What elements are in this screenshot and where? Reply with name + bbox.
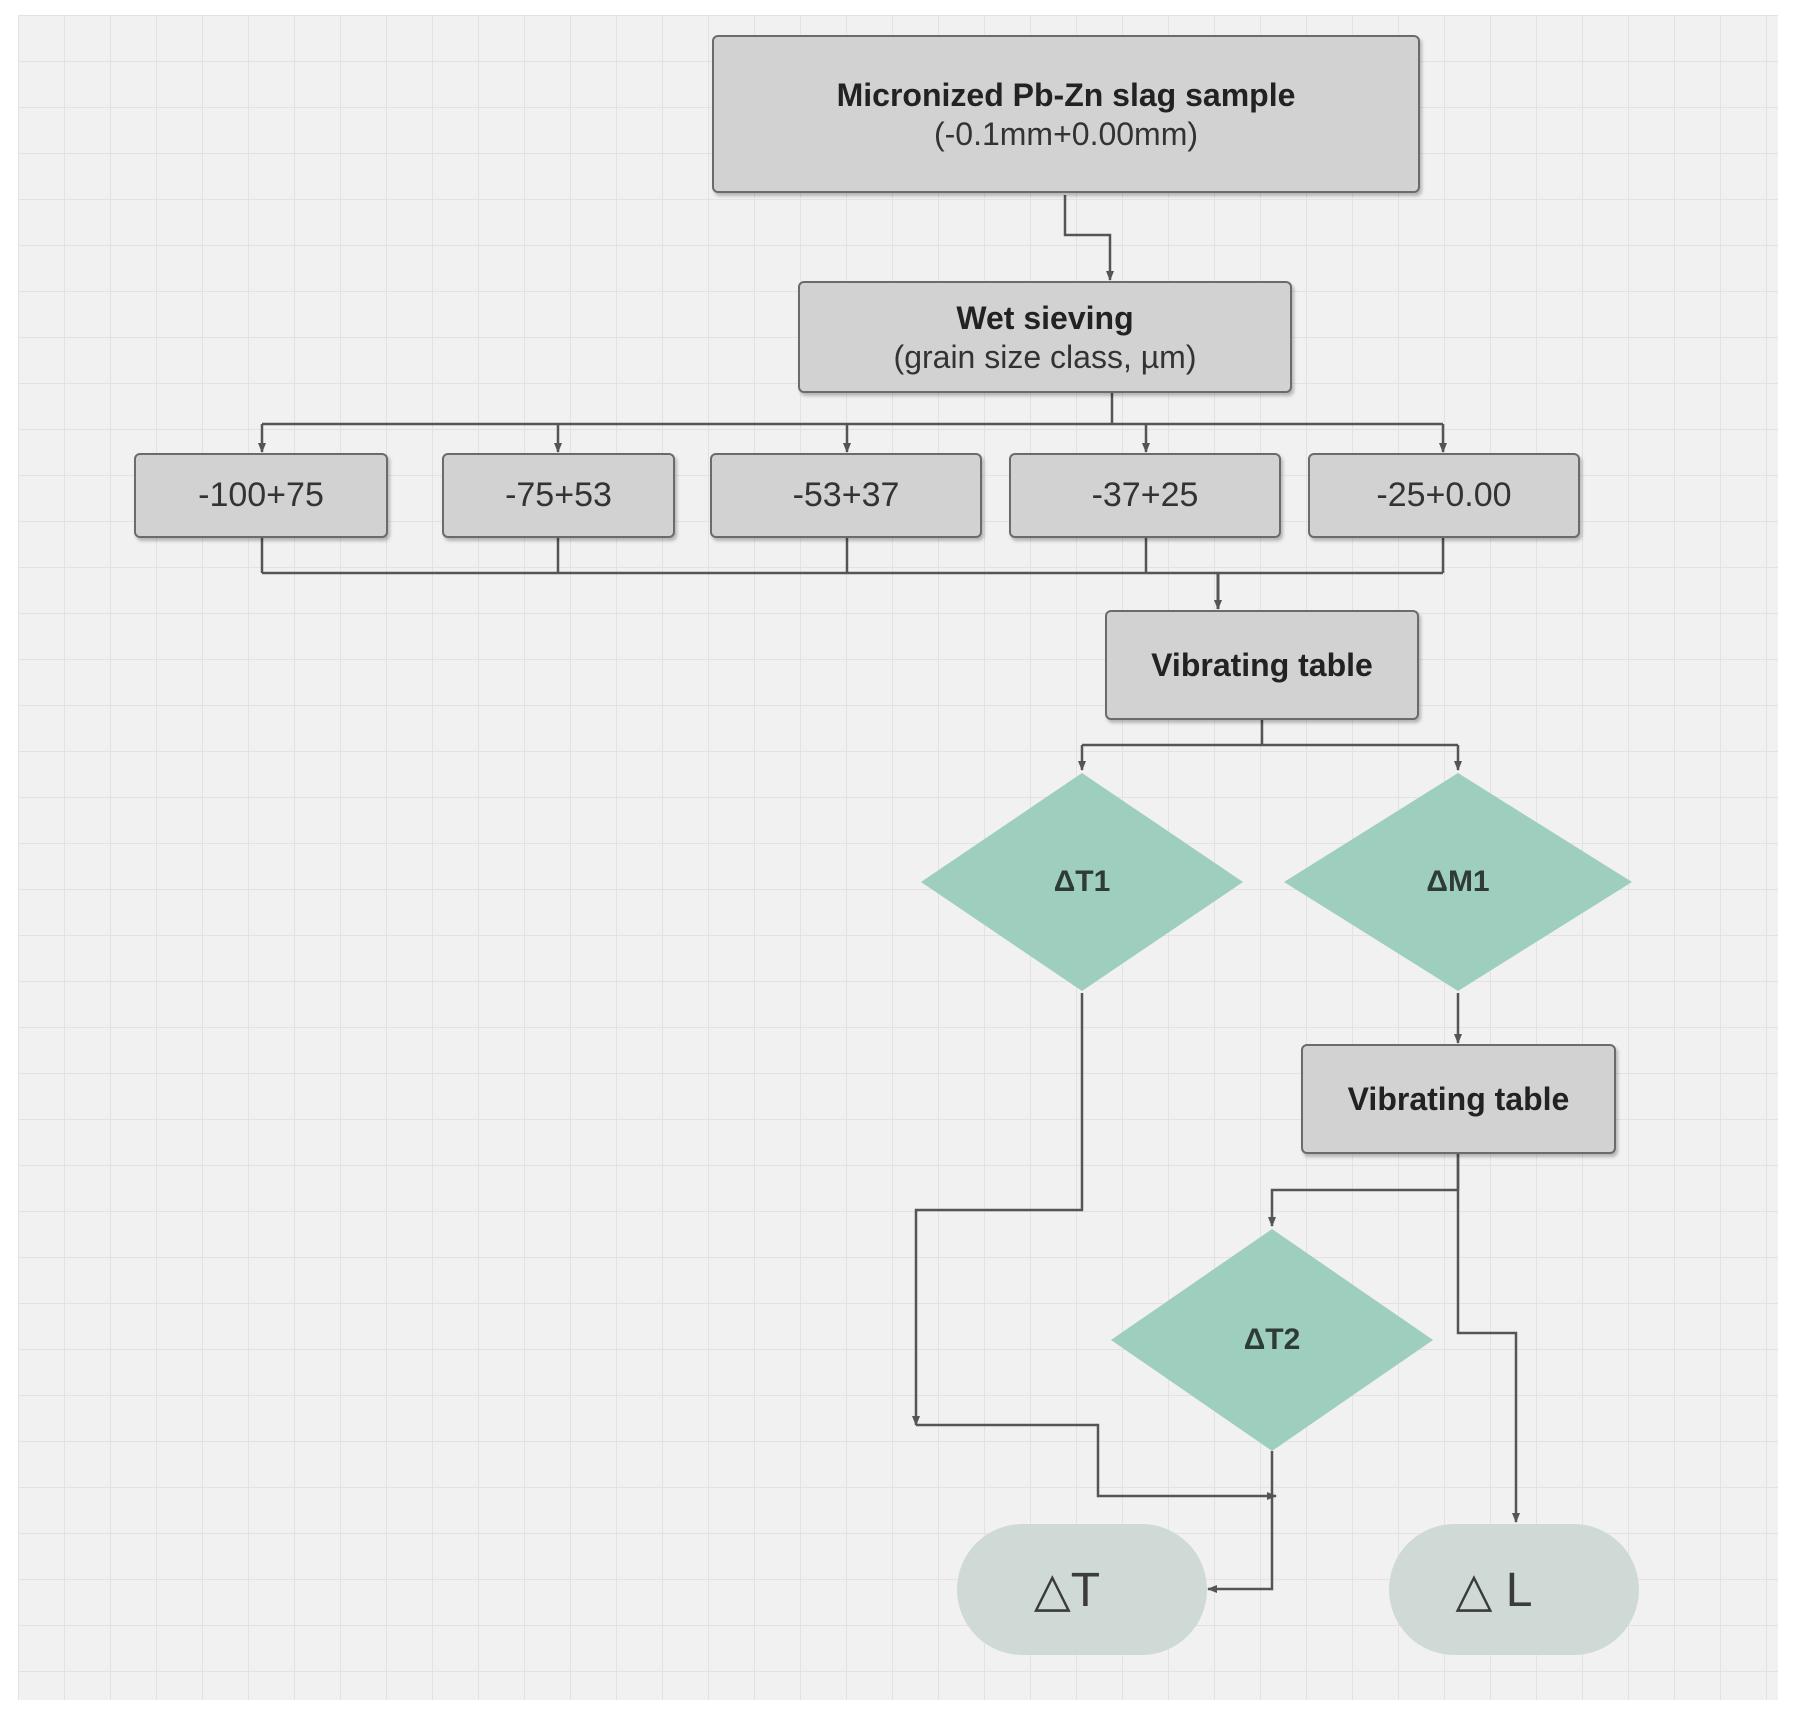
- class-label-5: -25+0.00: [1376, 476, 1512, 514]
- wet-sieving-box: Wet sieving (grain size class, µm): [798, 281, 1292, 393]
- table2-title: Vibrating table: [1347, 1081, 1570, 1117]
- edge-merge-route: [916, 1423, 1277, 1500]
- sieving-title: Wet sieving: [956, 300, 1134, 336]
- class-box-1: -100+75: [134, 453, 388, 538]
- vibrating-table-1: Vibrating table: [1105, 610, 1419, 720]
- decision-dT2-label: ΔT2: [1243, 1323, 1301, 1356]
- edge-dT1-merge: [912, 993, 1084, 1426]
- edge-dT2-to-T: [1207, 1451, 1274, 1593]
- decision-dT2-shape: [1111, 1229, 1433, 1451]
- output-L-label: △ L: [1455, 1563, 1533, 1617]
- class-label-2: -75+53: [505, 476, 612, 514]
- class-box-4: -37+25: [1009, 453, 1281, 538]
- start-subtitle: (-0.1mm+0.00mm): [933, 116, 1199, 152]
- output-T-label: △T: [1033, 1563, 1101, 1617]
- class-box-3: -53+37: [710, 453, 982, 538]
- output-terminal-T: △T: [957, 1524, 1207, 1655]
- table1-title: Vibrating table: [1151, 647, 1373, 683]
- edge-start-to-sieving: [1063, 195, 1114, 281]
- class-label-3: -53+37: [792, 476, 900, 514]
- decision-dT1-shape: [921, 773, 1243, 991]
- decision-dM1-label: ΔM1: [1426, 865, 1490, 898]
- edge-table2-to-L: [1456, 1153, 1520, 1523]
- output-terminal-L: △ L: [1389, 1524, 1639, 1655]
- edge-table2-to-dT2: [1268, 1188, 1458, 1227]
- start-box: Micronized Pb-Zn slag sample (-0.1mm+0.0…: [712, 35, 1420, 193]
- vibrating-table-2: Vibrating table: [1301, 1044, 1616, 1154]
- start-title: Micronized Pb-Zn slag sample: [836, 77, 1296, 113]
- decision-dT1-label: ΔT1: [1053, 865, 1111, 898]
- decision-dM1-shape: [1284, 773, 1632, 991]
- sieving-subtitle: (grain size class, µm): [893, 339, 1197, 375]
- class-box-5: -25+0.00: [1308, 453, 1580, 538]
- class-label-4: -37+25: [1091, 476, 1199, 514]
- class-box-2: -75+53: [442, 453, 675, 538]
- class-label-1: -100+75: [198, 476, 324, 514]
